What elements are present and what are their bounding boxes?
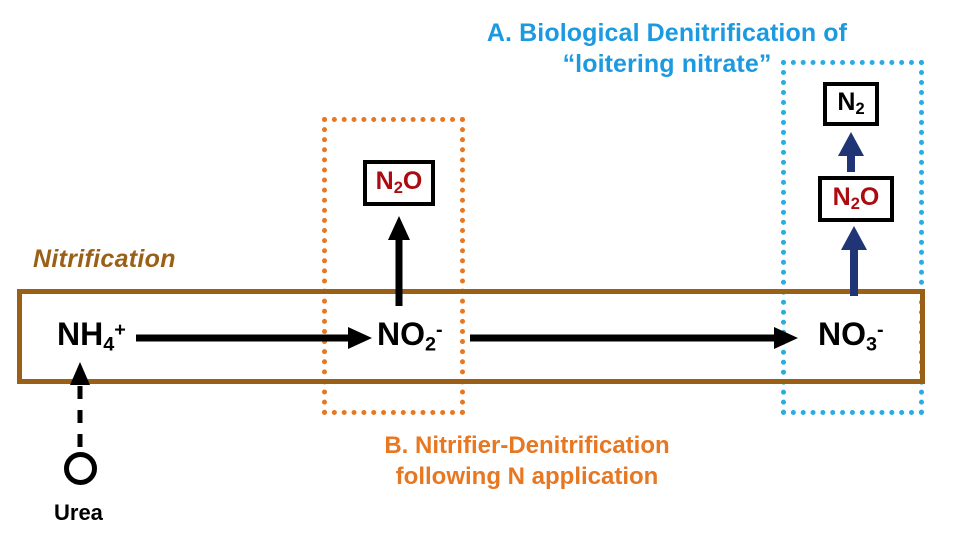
heading-blue-line2: “loitering nitrate” [562,50,772,78]
gas-n2-base: N [837,88,856,117]
heading-blue-line1: A. Biological Denitrification of [486,19,848,47]
species-nitrite: NO2- [377,318,443,355]
species-nitrite-base: NO [377,316,425,352]
gas-box-n2: N2 [823,82,879,126]
gas-n2o-right-tail: O [859,183,880,212]
species-nitrate-sup: - [877,319,884,342]
heading-orange-line2: following N application [395,463,659,490]
species-ammonium-sub: 4 [103,333,115,356]
gas-n2o-left-tail: O [402,167,423,196]
heading-orange-line1: B. Nitrifier-Denitrification [384,432,670,459]
species-nitrate: NO3- [818,318,884,355]
gas-box-n2o-denitrification: N2O [818,176,894,222]
gas-n2o-left-sub: 2 [393,179,403,198]
heading-biological-denitrification: A. Biological Denitrification of “loiter… [402,18,932,80]
species-nitrite-sup: - [436,319,443,342]
gas-n2o-left-base: N [375,167,394,196]
urea-label: Urea [54,500,103,525]
gas-box-n2o-nitrifier: N2O [363,160,435,206]
circle-outline-icon [64,452,97,485]
gas-n2o-right-sub: 2 [850,195,860,214]
heading-nitrifier-denitrification: B. Nitrifier-Denitrification following N… [312,430,742,492]
species-nitrite-sub: 2 [425,333,437,356]
gas-n2-sub: 2 [855,100,865,119]
species-ammonium-sup: + [114,319,126,342]
nitrification-pathway-label: Nitrification [33,245,176,273]
gas-n2o-right-base: N [832,183,851,212]
species-nitrate-sub: 3 [866,333,878,356]
biological-denitrification-region [781,60,924,415]
species-ammonium-base: NH [57,316,104,352]
nitrification-band [17,289,925,384]
species-ammonium: NH4+ [57,318,126,355]
species-nitrate-base: NO [818,316,866,352]
nitrifier-denitrification-region [322,117,465,415]
